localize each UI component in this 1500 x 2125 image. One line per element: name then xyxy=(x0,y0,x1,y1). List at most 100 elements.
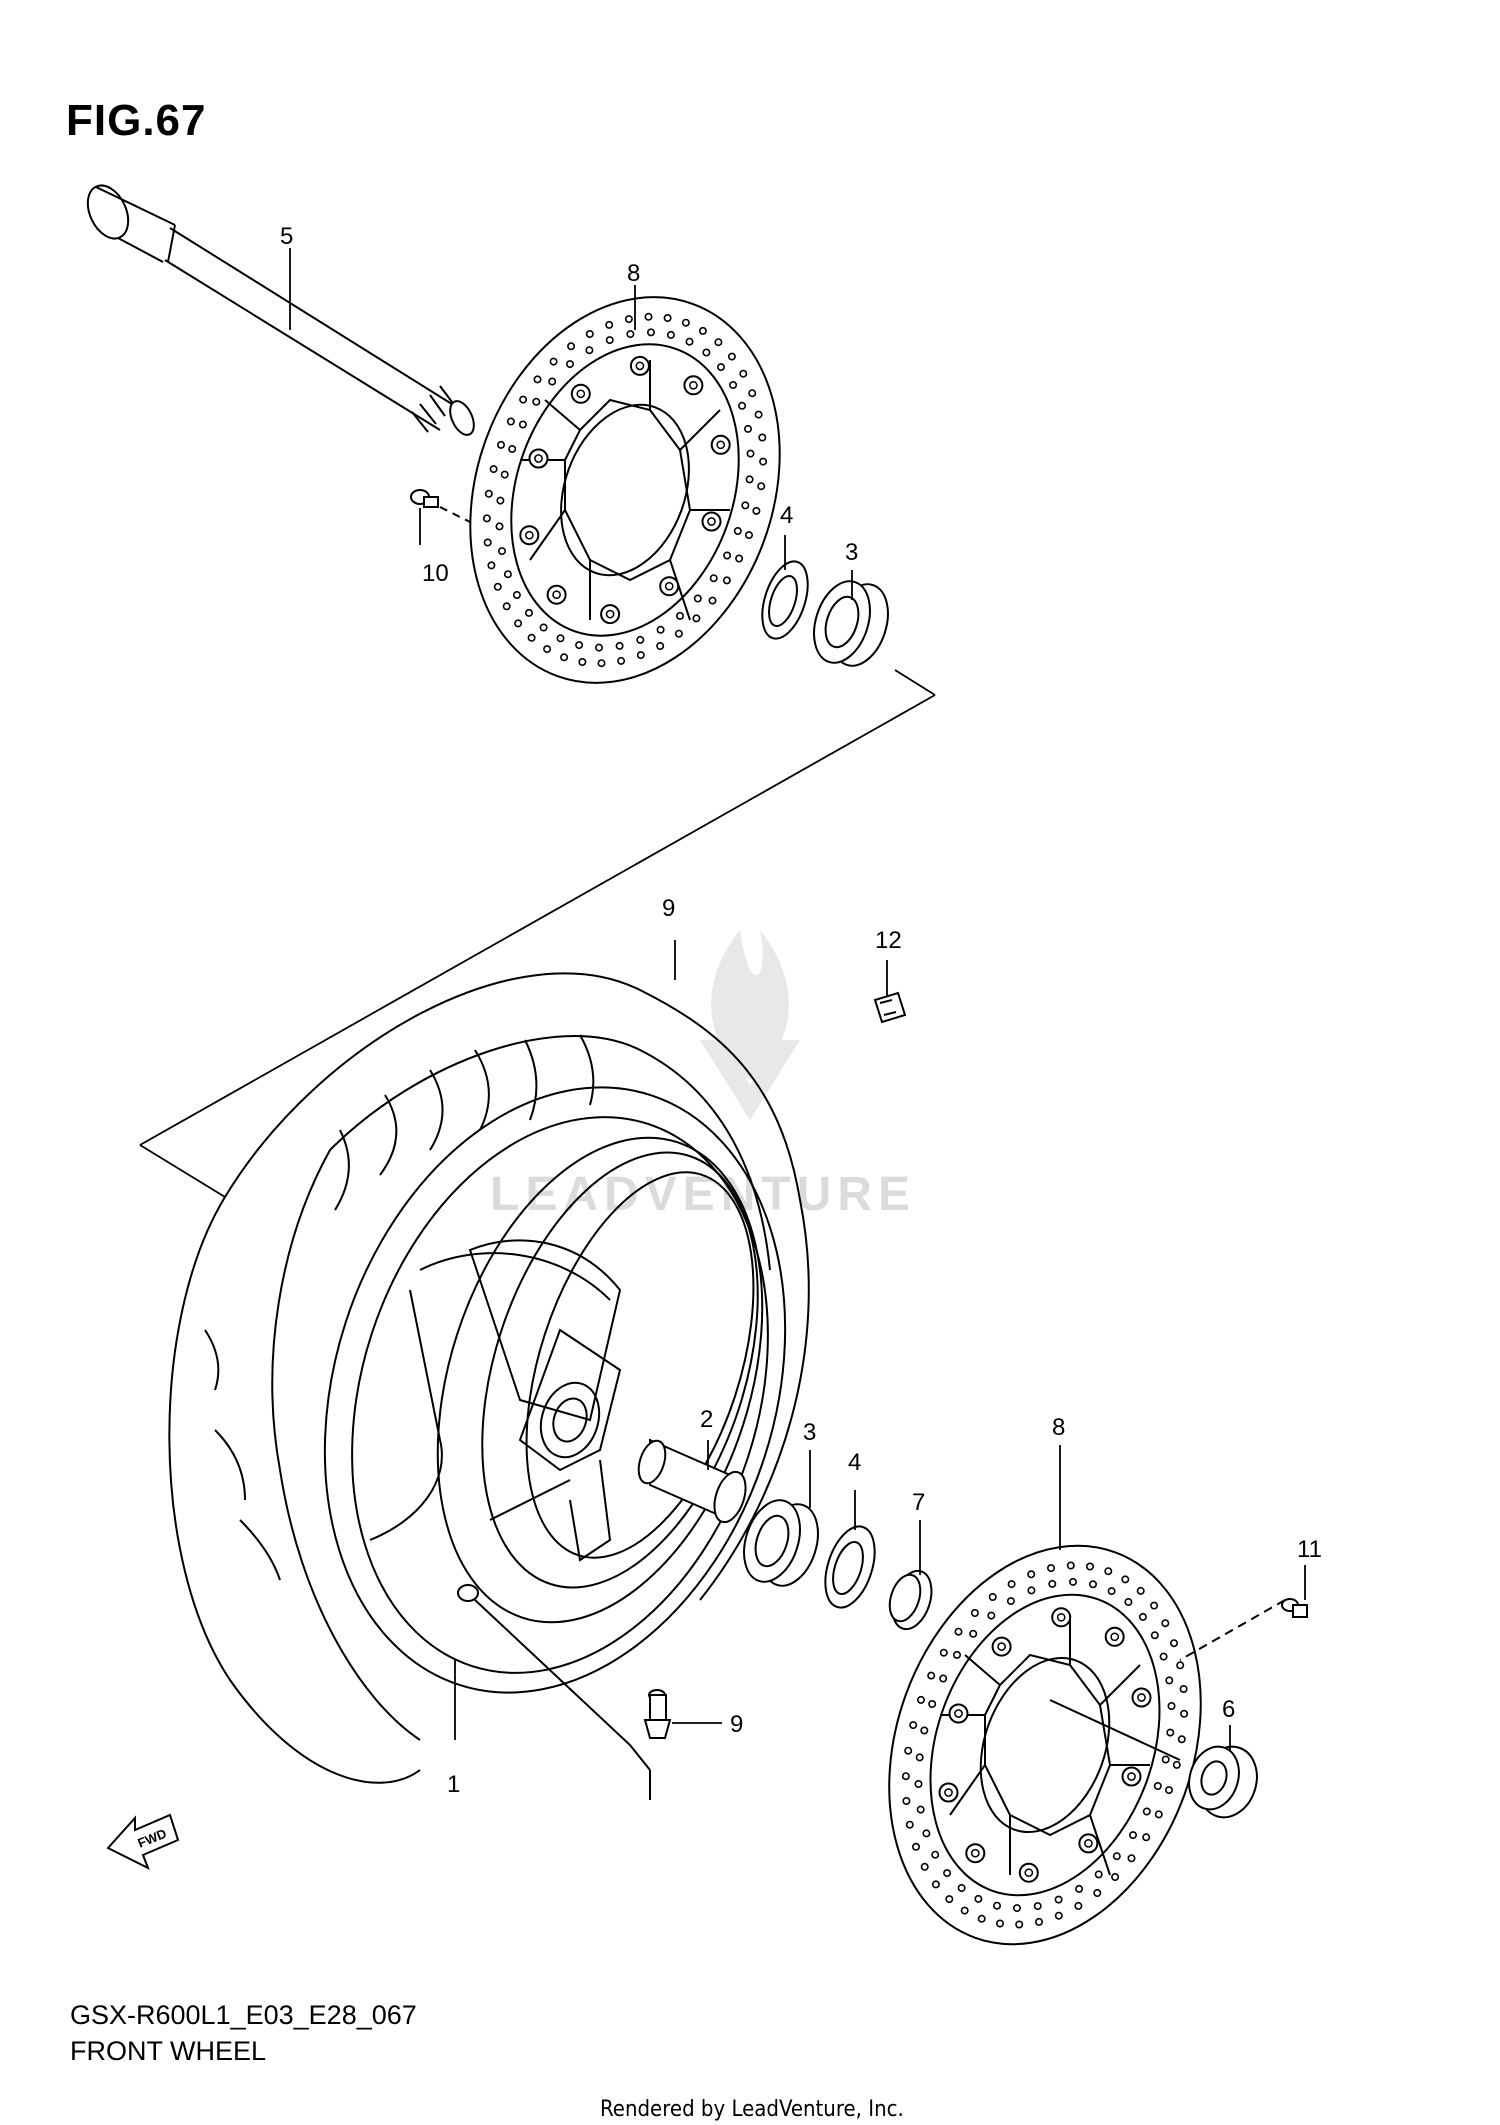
disc-bolt xyxy=(660,577,678,595)
disc-hole xyxy=(742,502,748,508)
disc-hole xyxy=(1125,1599,1131,1605)
disc-hole xyxy=(544,646,550,652)
disc-hole xyxy=(700,328,706,334)
disc-hole xyxy=(921,1727,927,1733)
disc-hole xyxy=(1114,1853,1120,1859)
disc-hole xyxy=(607,337,613,343)
disc-hole xyxy=(499,548,505,554)
disc-hole xyxy=(686,339,692,345)
disc-hole xyxy=(1035,1903,1041,1909)
disc-hole xyxy=(627,331,633,337)
disc-bolt xyxy=(1133,1689,1151,1707)
disc-hole xyxy=(1152,1632,1158,1638)
disc-hole xyxy=(975,1896,981,1902)
disc-hole xyxy=(490,466,496,472)
disc-hole xyxy=(1140,1614,1146,1620)
disc-hole xyxy=(1166,1677,1172,1683)
disc-hole xyxy=(561,654,567,660)
disc-hole xyxy=(933,1881,939,1887)
disc-hole xyxy=(586,347,592,353)
disc-hole xyxy=(1055,1896,1061,1902)
disc-bolt xyxy=(520,526,538,544)
figure-title: FIG.67 xyxy=(66,96,207,145)
brake-disc-top-part-8[interactable] xyxy=(418,253,832,726)
disc-hole xyxy=(1049,1581,1055,1587)
disc-hole xyxy=(745,426,751,432)
disc-hole xyxy=(922,1864,928,1870)
disc-hole xyxy=(715,339,721,345)
front-axle-part-5[interactable] xyxy=(80,179,479,439)
disc-hole xyxy=(994,1903,1000,1909)
disc-hole xyxy=(504,603,510,609)
callout-4-top: 4 xyxy=(780,502,793,529)
disc-hole xyxy=(955,1629,961,1635)
disc-hole xyxy=(1163,1756,1169,1762)
disc-hole xyxy=(657,627,663,633)
disc-hole xyxy=(1143,1834,1149,1840)
disc-hole xyxy=(1144,1808,1150,1814)
disc-hole xyxy=(567,361,573,367)
disc-hole xyxy=(596,644,602,650)
disc-bolt-center xyxy=(636,362,643,369)
disc-hole xyxy=(740,371,746,377)
disc-hole xyxy=(718,364,724,370)
callout-leader-lines xyxy=(290,248,1305,1750)
disc-bolt xyxy=(548,586,566,604)
disc-hole xyxy=(749,390,755,396)
disc-hole xyxy=(626,316,632,322)
axle-nut-part-6[interactable] xyxy=(1181,1739,1265,1825)
bearing-lower-part-3[interactable] xyxy=(734,1493,827,1593)
assembly-guide-lines xyxy=(140,670,935,1197)
disc-hole xyxy=(1174,1762,1180,1768)
disc-hole xyxy=(946,1896,952,1902)
bearing-top-part-3[interactable] xyxy=(804,574,897,673)
disc-hole xyxy=(755,411,761,417)
disc-hole xyxy=(484,515,490,521)
callout-1: 1 xyxy=(447,1771,460,1798)
disc-bolt-center xyxy=(607,611,614,618)
tire-valve-part-11[interactable] xyxy=(645,1690,670,1738)
disc-hole xyxy=(1076,1886,1082,1892)
disc-hole xyxy=(1156,1811,1162,1817)
disc-hole xyxy=(724,552,730,558)
callout-8-lower: 8 xyxy=(1052,1414,1065,1441)
disc-hole xyxy=(618,658,624,664)
callout-10: 9 xyxy=(662,895,675,922)
disc-hole xyxy=(954,1652,960,1658)
disc-bolt-lower-part-9[interactable] xyxy=(1180,1599,1307,1660)
disc-bolt xyxy=(966,1844,984,1862)
disc-bolt xyxy=(572,385,590,403)
disc-hole xyxy=(979,1916,985,1922)
disc-hole xyxy=(693,615,699,621)
disc-bolt-top-part-9[interactable] xyxy=(411,490,470,522)
disc-bolt xyxy=(1106,1628,1124,1646)
disc-hole xyxy=(540,624,546,630)
disc-hole xyxy=(515,620,521,626)
brake-disc-lower-part-8[interactable] xyxy=(836,1502,1254,1989)
disc-hole xyxy=(616,643,622,649)
oil-seal-top-part-4[interactable] xyxy=(754,556,817,644)
disc-hole xyxy=(1138,1588,1144,1594)
front-wheel-part-1[interactable] xyxy=(250,1027,860,1800)
front-tire-part-10[interactable] xyxy=(169,973,808,1782)
render-credit: Rendered by LeadVenture, Inc. xyxy=(600,2097,904,2122)
disc-hole xyxy=(932,1852,938,1858)
oil-seal-lower-part-4[interactable] xyxy=(816,1520,884,1613)
disc-bolt-center xyxy=(1138,1694,1145,1701)
disc-hole xyxy=(534,376,540,382)
disc-hole xyxy=(970,1631,976,1637)
disc-bolt-center xyxy=(1085,1840,1092,1847)
disc-hole xyxy=(972,1610,978,1616)
spacer-part-2[interactable] xyxy=(634,1437,752,1526)
callout-7: 7 xyxy=(912,1489,925,1516)
disc-bolt-center xyxy=(666,583,673,590)
disc-bolt-center xyxy=(526,532,533,539)
disc-hole xyxy=(528,635,534,641)
disc-hole xyxy=(505,571,511,577)
section-name: FRONT WHEEL xyxy=(70,2036,267,2066)
balance-weight-part-12[interactable] xyxy=(875,993,905,1022)
spacer-part-7[interactable] xyxy=(884,1566,938,1634)
callout-11: 9 xyxy=(730,1711,743,1738)
disc-hole xyxy=(557,635,563,641)
disc-hole xyxy=(1171,1640,1177,1646)
